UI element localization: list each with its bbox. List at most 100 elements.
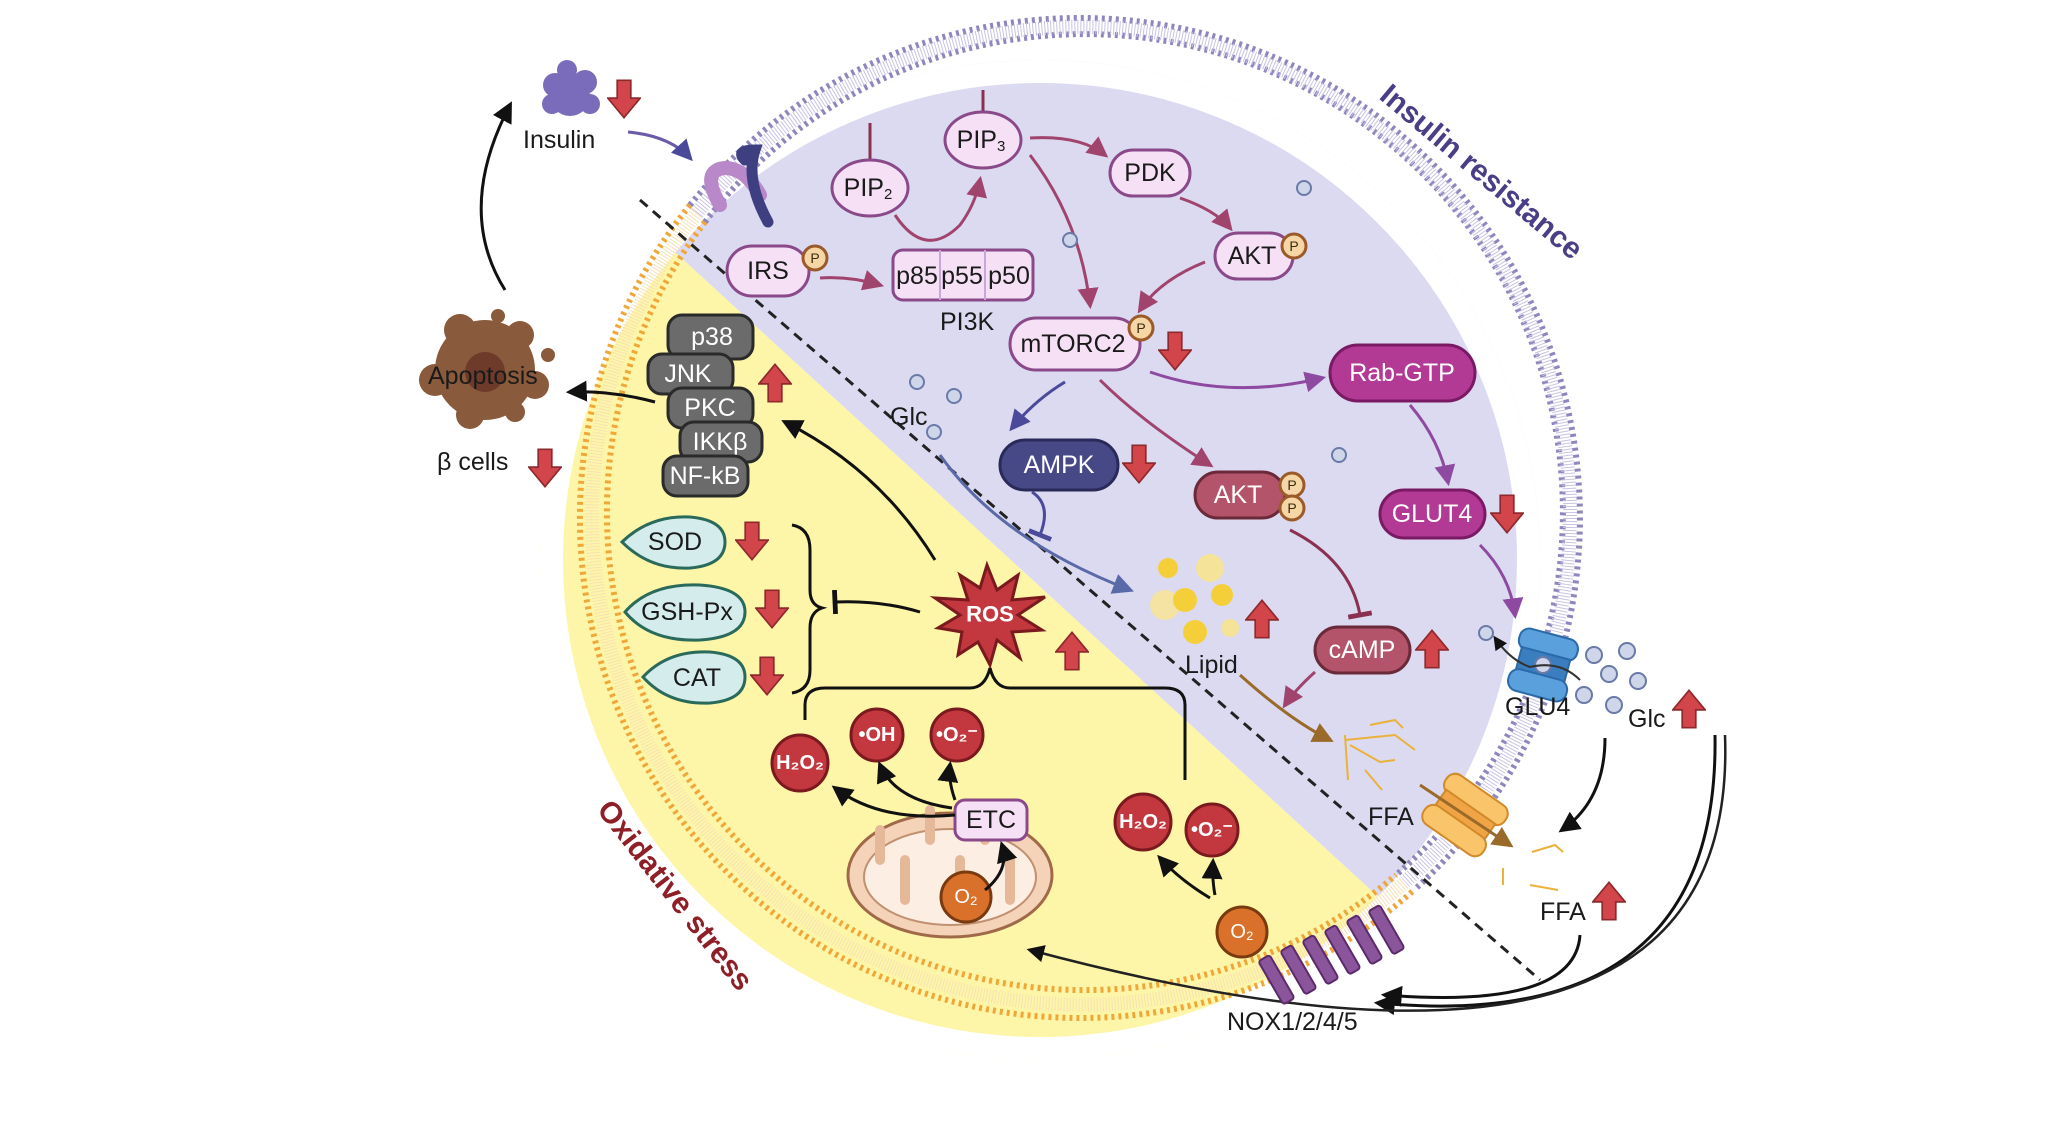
pip2-node[interactable]: PIP2 bbox=[830, 158, 910, 218]
ampk-node[interactable]: AMPK bbox=[998, 438, 1120, 492]
svg-text:•O₂⁻: •O₂⁻ bbox=[936, 724, 978, 746]
o2-nox-molecule: O₂ bbox=[1215, 905, 1269, 959]
pip2-label: PIP bbox=[844, 174, 884, 202]
ros-label: ROS bbox=[966, 602, 1014, 627]
antioxidant-sod[interactable]: SOD bbox=[619, 515, 727, 570]
antioxidant-gsh-px[interactable]: GSH-Px bbox=[623, 583, 747, 642]
irs-node[interactable]: IRS P bbox=[725, 244, 829, 298]
lipid-droplets-icon bbox=[1150, 554, 1239, 644]
irs-to-pi3k-arrow bbox=[819, 270, 885, 291]
svg-text:PIP2: PIP2 bbox=[844, 174, 893, 203]
svg-text:p38: p38 bbox=[691, 323, 733, 351]
insulin-molecule: Insulin bbox=[523, 60, 641, 154]
mtorc2-label: mTORC2 bbox=[1020, 330, 1125, 358]
insulin-down-arrow bbox=[607, 79, 641, 119]
insulin-resistance-region bbox=[540, 60, 1540, 1060]
glc-up-arrow bbox=[1672, 689, 1706, 729]
etc-label: ETC bbox=[966, 806, 1016, 834]
pip3-label: PIP bbox=[957, 126, 997, 154]
svg-text:O₂: O₂ bbox=[954, 886, 977, 908]
glc-to-ffa-arrow bbox=[1558, 737, 1607, 833]
rab-gtp-node[interactable]: Rab-GTP bbox=[1328, 343, 1477, 403]
pi3k-p50: p50 bbox=[988, 262, 1030, 290]
kinase-pkc[interactable]: PKC bbox=[666, 386, 755, 430]
divider-line bbox=[639, 198, 1541, 982]
glut4-to-transporter-arrow bbox=[1478, 543, 1524, 620]
h2o2-molecule-nox: H₂O₂ bbox=[1113, 792, 1173, 852]
svg-text:CAT: CAT bbox=[673, 664, 721, 692]
pdk-label: PDK bbox=[1124, 159, 1176, 187]
svg-text:P: P bbox=[1287, 500, 1296, 516]
kinase-ikkb[interactable]: IKKβ bbox=[678, 420, 764, 464]
kinase-p38[interactable]: p38 bbox=[666, 313, 755, 361]
glc-to-lipid-arrow bbox=[938, 454, 1134, 594]
apoptotic-cell-icon bbox=[419, 309, 555, 429]
ffa-up-arrow bbox=[1592, 881, 1626, 921]
antioxidant-cat[interactable]: CAT bbox=[640, 650, 747, 705]
svg-text:P: P bbox=[1136, 320, 1145, 336]
glc-inside-label: Glc bbox=[890, 403, 928, 431]
glu4-label: GLU4 bbox=[1505, 693, 1570, 721]
svg-text:P: P bbox=[810, 250, 819, 266]
ffa-efflux-arrow bbox=[1419, 783, 1514, 848]
o2-mito-molecule: O₂ bbox=[939, 870, 993, 924]
glut4-node[interactable]: GLUT4 bbox=[1378, 488, 1487, 540]
mtorc2-to-akt-pp-arrow bbox=[1098, 378, 1214, 468]
pip3-node[interactable]: PIP3 bbox=[943, 110, 1023, 170]
insulin-to-receptor-arrow bbox=[627, 130, 693, 162]
superoxide-molecule-nox: •O₂⁻ bbox=[1184, 802, 1240, 858]
camp-to-ffa-arrow bbox=[1282, 670, 1317, 709]
pip2-to-pip3-arrow bbox=[893, 175, 987, 242]
pdk-to-akt-arrow bbox=[1179, 196, 1233, 232]
akt-pp-node[interactable]: AKT P P bbox=[1193, 470, 1306, 522]
akt-node[interactable]: AKT P bbox=[1213, 231, 1308, 281]
kinases-to-apoptosis-arrow bbox=[565, 380, 656, 404]
ros-sources-bracket bbox=[803, 667, 1187, 780]
mtorc2-to-ampk-arrow bbox=[1009, 380, 1066, 432]
svg-text:GSH-Px: GSH-Px bbox=[641, 598, 733, 626]
svg-text:P: P bbox=[1289, 238, 1298, 254]
ros-burst-icon[interactable]: ROS bbox=[929, 560, 1047, 670]
glc-transport-arrow bbox=[1493, 635, 1581, 681]
akt-pp-label: AKT bbox=[1214, 481, 1263, 509]
etc-to-oh-arrow bbox=[876, 761, 953, 810]
pi3k-p85: p85 bbox=[896, 262, 938, 290]
pi3k-complex[interactable]: p85 p55 p50 bbox=[891, 248, 1035, 302]
apoptosis-to-insulin-arrow bbox=[479, 101, 512, 291]
phospho-icon bbox=[1280, 232, 1308, 260]
svg-text:IKKβ: IKKβ bbox=[693, 428, 748, 456]
svg-text:JNK: JNK bbox=[664, 360, 712, 388]
ffa-outside-icon bbox=[1502, 843, 1564, 891]
kinase-nfkb[interactable]: NF-kB bbox=[661, 454, 750, 498]
etc-node[interactable]: ETC bbox=[953, 798, 1029, 842]
ros-to-kinases-arrow bbox=[781, 420, 937, 561]
insulin-icon bbox=[542, 60, 600, 116]
glut4-label: GLUT4 bbox=[1392, 500, 1473, 528]
kinase-jnk[interactable]: JNK bbox=[646, 352, 735, 396]
ffa-outside-label: FFA bbox=[1540, 898, 1586, 926]
mtorc2-node[interactable]: mTORC2 P bbox=[1008, 314, 1155, 372]
lipid-label: Lipid bbox=[1185, 651, 1238, 679]
svg-text:SOD: SOD bbox=[648, 528, 702, 556]
o2-to-h2o2-arrow bbox=[1157, 854, 1211, 900]
pi3k-p55: p55 bbox=[941, 262, 983, 290]
oxidative-membrane-outer bbox=[576, 203, 1417, 1021]
glc-to-mitochondria-arrow bbox=[1026, 734, 1727, 1012]
glc-to-nox-arrow bbox=[1373, 734, 1717, 1016]
camp-node[interactable]: cAMP bbox=[1313, 625, 1412, 675]
svg-text:H₂O₂: H₂O₂ bbox=[1119, 811, 1167, 833]
ffa-to-nox-arrow bbox=[1380, 934, 1582, 1007]
insulin-label: Insulin bbox=[523, 126, 595, 154]
pdk-node[interactable]: PDK bbox=[1108, 148, 1192, 198]
nox-enzyme-icon bbox=[1258, 904, 1405, 1005]
beta-cells-label: β cells bbox=[437, 448, 508, 476]
mtorc2-to-rab-arrow bbox=[1149, 370, 1327, 393]
oxidative-membrane-inner bbox=[603, 220, 1398, 994]
akt-to-mtorc2-arrow bbox=[1137, 260, 1206, 314]
o2-to-etc-arrow bbox=[984, 840, 1018, 892]
etc-to-h2o2-arrow bbox=[831, 785, 956, 818]
phospho-icon bbox=[1127, 314, 1155, 342]
o2-to-superoxide-arrow bbox=[1201, 857, 1223, 896]
insulin-receptor-icon bbox=[704, 144, 774, 228]
